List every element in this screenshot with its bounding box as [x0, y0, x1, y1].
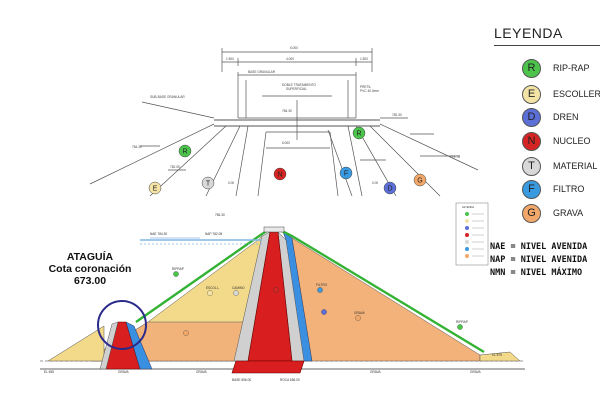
svg-text:4.000: 4.000 [286, 57, 294, 61]
legend-label: GRAVA [553, 208, 584, 218]
svg-text:F: F [344, 171, 348, 178]
svg-text:GRAVA: GRAVA [196, 370, 208, 374]
cofferdam-escollera [47, 325, 105, 362]
ataguia-highlight-circle [97, 300, 147, 350]
legend-label: RIP-RAP [553, 63, 590, 73]
svg-text:6.000: 6.000 [290, 46, 298, 50]
svg-text:SUPERFICIAL: SUPERFICIAL [286, 87, 307, 91]
svg-text:LEYENDA: LEYENDA [462, 205, 474, 209]
svg-text:1.500: 1.500 [226, 57, 234, 61]
svg-text:784.30: 784.30 [132, 145, 142, 149]
svg-text:R: R [182, 149, 187, 156]
downstream-filtro [282, 231, 313, 362]
legend-item: E ESCOLLERA [522, 83, 600, 105]
downstream-grava [291, 237, 481, 362]
mini-legend: LEYENDA [455, 202, 489, 266]
legend-item: F FILTRO [522, 178, 584, 200]
svg-text:D: D [387, 186, 392, 193]
svg-text:784.30: 784.30 [215, 213, 225, 217]
legend-label: FILTRO [553, 184, 585, 194]
marker-r-left: R [178, 144, 192, 158]
svg-text:CAMINO: CAMINO [232, 286, 245, 290]
legend-label: DREN [553, 112, 579, 122]
crest-detail-markers: R R E T N F D G [148, 126, 427, 195]
legend-item: R RIP-RAP [522, 57, 590, 79]
marker-r-right: R [352, 126, 366, 140]
legend-item: T MATERIAL I [522, 155, 600, 177]
ataguia-crest-elevation: 673.00 [73, 275, 107, 287]
svg-text:DOBLE TRATAMIENTO: DOBLE TRATAMIENTO [282, 83, 316, 87]
marker-f: F [339, 166, 353, 180]
svg-text:782.05: 782.05 [170, 165, 180, 169]
legend-divider [494, 45, 600, 46]
svg-text:PVC 40.0mm: PVC 40.0mm [360, 89, 379, 93]
svg-text:ESCOLL.: ESCOLL. [206, 286, 220, 290]
svg-text:R: R [356, 131, 361, 138]
svg-text:GRAVA: GRAVA [470, 370, 482, 374]
ataguia-subtitle: Cota coronación [48, 263, 132, 275]
svg-text:NAE 784.30: NAE 784.30 [150, 232, 167, 236]
svg-text:BASE GRANULAR: BASE GRANULAR [248, 70, 276, 74]
svg-text:GRAVA: GRAVA [370, 370, 382, 374]
svg-text:PRETIL: PRETIL [360, 85, 371, 89]
ataguia-title: ATAGUÍA [66, 251, 114, 263]
legend-item: N NUCLEO [522, 130, 591, 152]
core-trench [231, 360, 305, 374]
svg-text:FILTRO: FILTRO [316, 283, 328, 287]
dam-cross-section: NAE 784.30 NAP 782.05 784.30 RIPRAP ESCO… [40, 213, 525, 382]
svg-text:0.00: 0.00 [228, 181, 234, 185]
legend-swatch: F [522, 179, 541, 199]
svg-text:RIPRAP: RIPRAP [172, 267, 184, 271]
svg-text:784.30: 784.30 [282, 109, 292, 113]
ataguia-label: ATAGUÍA Cota coronación 673.00 [44, 251, 136, 287]
legend-swatch: R [522, 58, 541, 78]
svg-text:SUB-BASE GRANULAR: SUB-BASE GRANULAR [150, 95, 185, 99]
legend-title: LEYENDA [494, 25, 563, 41]
legend-label: ESCOLLERA [553, 89, 600, 99]
definition-nae: NAE = NIVEL AVENIDA [490, 242, 588, 252]
svg-text:0.00: 0.00 [372, 181, 378, 185]
legend-swatch: T [522, 156, 541, 176]
svg-text:NAP 782.05: NAP 782.05 [205, 232, 222, 236]
marker-d: D [383, 181, 397, 195]
svg-text:782.30: 782.30 [392, 113, 402, 117]
legend-label: MATERIAL I [553, 161, 600, 171]
svg-text:779.75: 779.75 [450, 155, 460, 159]
definition-nmn: NMN = NIVEL MÁXIMO [490, 268, 583, 278]
svg-text:G: G [417, 178, 422, 185]
svg-text:GRAVA: GRAVA [118, 370, 130, 374]
legend-swatch: N [522, 131, 541, 151]
legend-swatch: E [522, 84, 541, 104]
downstream-toe [479, 351, 521, 362]
definition-nap: NAP = NIVEL AVENIDA [490, 255, 588, 265]
marker-t: T [201, 176, 215, 190]
svg-text:N: N [277, 172, 282, 179]
svg-text:E: E [153, 186, 158, 193]
marker-n: N [273, 167, 287, 181]
legend-swatch: D [522, 107, 541, 127]
marker-g: G [413, 173, 427, 187]
legend-item: D DREN [522, 106, 579, 128]
svg-text:RIPRAP: RIPRAP [456, 320, 468, 324]
legend-item: G GRAVA [522, 202, 583, 224]
dam-crest [263, 226, 285, 233]
svg-text:T: T [206, 181, 211, 188]
crest-detail-labels: 6.000 1.500 1.500 4.000 BASE GRANULAR DO… [132, 46, 460, 185]
svg-text:GRAVA: GRAVA [354, 311, 366, 315]
svg-text:6.000: 6.000 [282, 141, 290, 145]
svg-text:EL 675: EL 675 [492, 353, 502, 357]
svg-text:BASE 656.00: BASE 656.00 [232, 378, 251, 382]
level-definitions: NAE = NIVEL AVENIDA NAP = NIVEL AVENIDA … [490, 241, 587, 280]
svg-text:1.500: 1.500 [360, 57, 368, 61]
legend-swatch: G [522, 203, 541, 223]
legend-label: NUCLEO [553, 136, 591, 146]
svg-text:EL 655: EL 655 [44, 370, 54, 374]
cofferdam-filtro [125, 321, 153, 370]
marker-e: E [148, 181, 162, 195]
svg-text:ROCA 656.00: ROCA 656.00 [280, 378, 300, 382]
